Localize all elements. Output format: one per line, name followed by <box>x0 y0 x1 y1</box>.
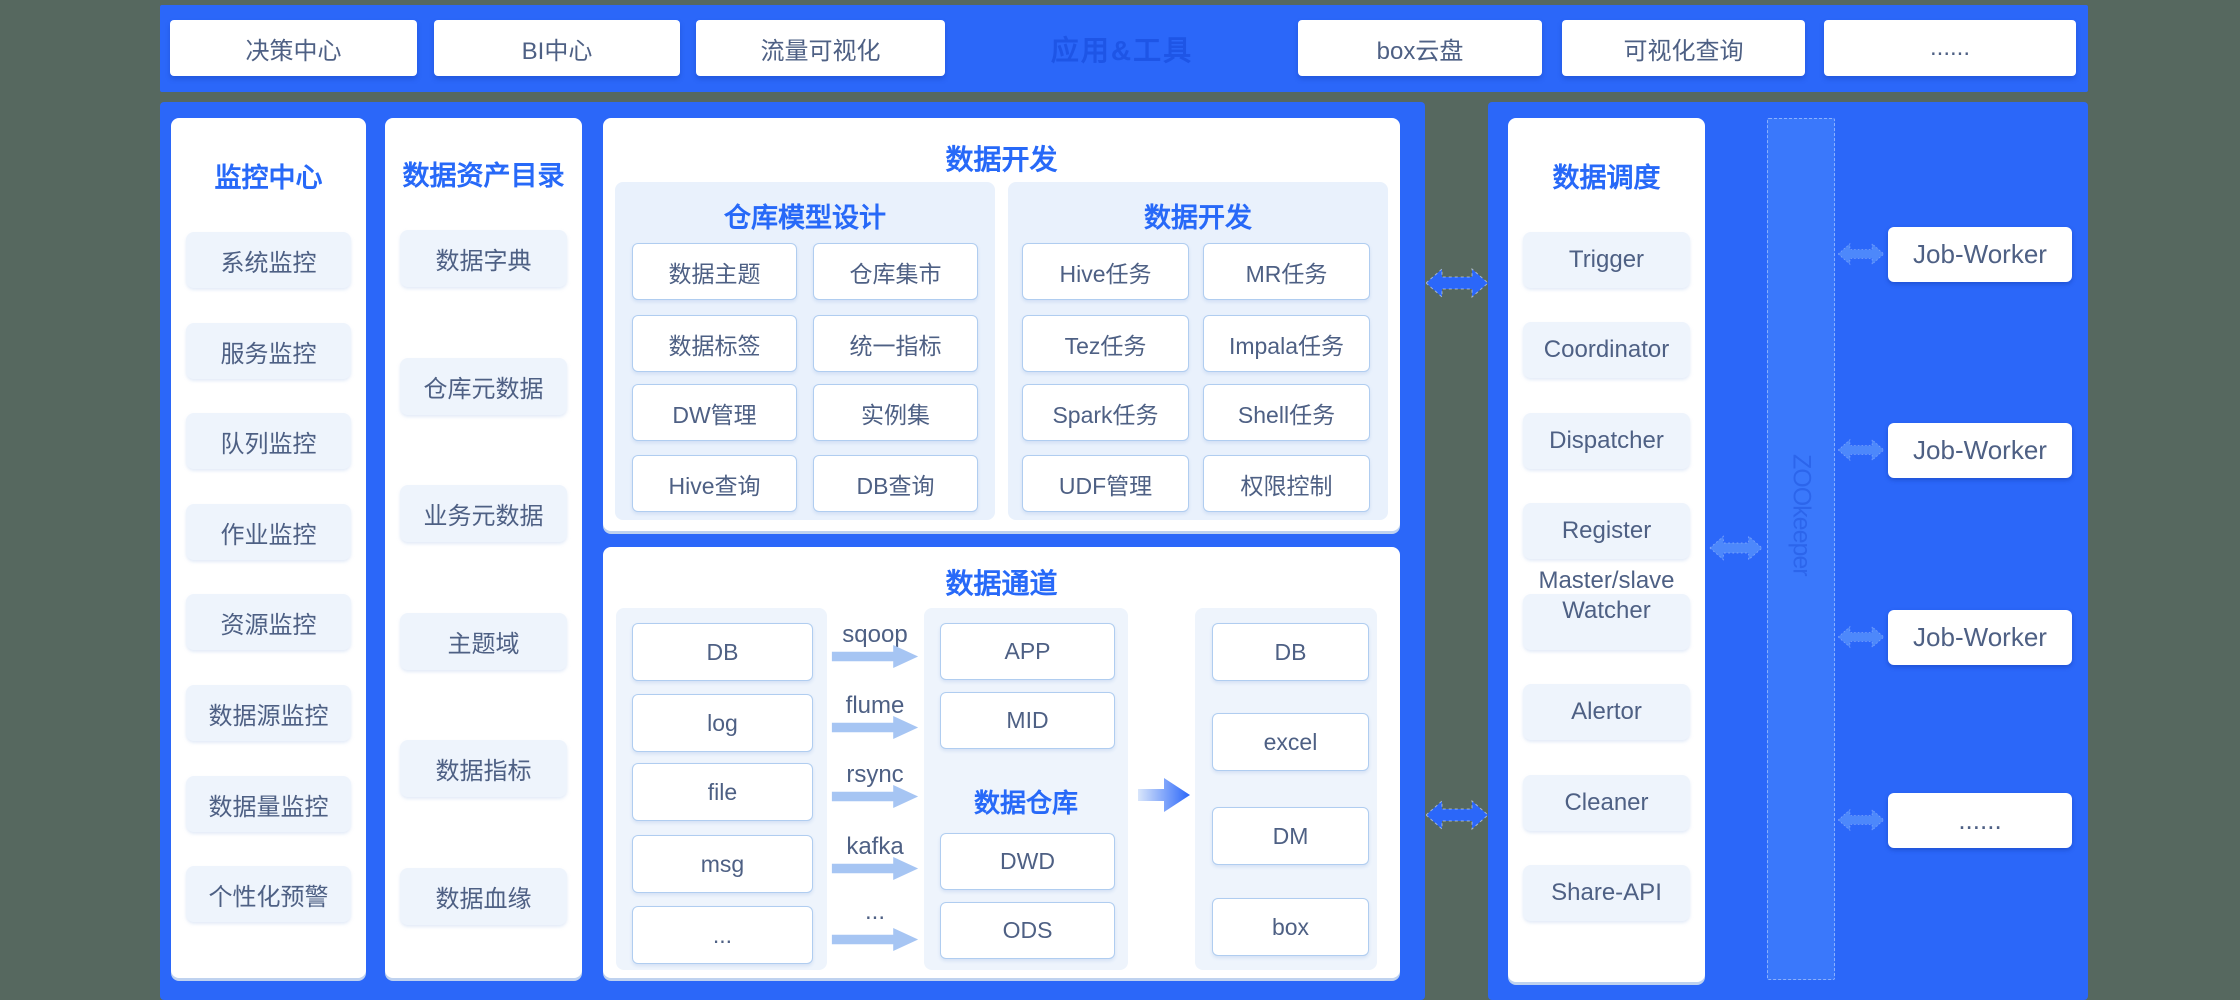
job-worker-box-more: ...... <box>1888 793 2072 848</box>
catalog-item: 数据指标 <box>400 740 567 797</box>
data-development-panel: 数据开发 仓库模型设计 数据主题 仓库集市 数据标签 统一指标 DW管理 实例集… <box>603 118 1400 531</box>
catalog-item: 主题域 <box>400 613 567 670</box>
model-design-box: DW管理 <box>632 384 797 441</box>
topbar-center-label: 应用&工具 <box>1050 34 1194 66</box>
data-channel-title: 数据通道 <box>945 568 1058 599</box>
dev-task-box: MR任务 <box>1203 243 1370 300</box>
transfer-label: ... <box>864 898 885 925</box>
topbar-item-visual-query: 可视化查询 <box>1562 20 1805 76</box>
bidirectional-arrow-icon <box>1709 535 1763 561</box>
zookeeper-label: ZOOkeeper <box>1787 454 1816 576</box>
topbar-item-traffic-viz: 流量可视化 <box>696 20 945 76</box>
schedule-item: Share-API <box>1523 865 1690 921</box>
dev-task-box: Impala任务 <box>1203 315 1370 372</box>
catalog-item: 数据字典 <box>400 230 567 287</box>
bidirectional-arrow-icon <box>1837 808 1885 832</box>
flow-arrow-icon <box>831 785 919 808</box>
data-scheduling-title: 数据调度 <box>1552 163 1661 193</box>
catalog-item: 仓库元数据 <box>400 358 567 415</box>
source-box: log <box>632 694 813 752</box>
monitor-center-title: 监控中心 <box>214 163 323 193</box>
model-design-box: 数据标签 <box>632 315 797 372</box>
source-box: DB <box>632 623 813 681</box>
warehouse-model-design-title: 仓库模型设计 <box>724 203 886 233</box>
bidirectional-arrow-icon <box>1426 799 1488 831</box>
data-asset-catalog-title: 数据资产目录 <box>402 161 565 191</box>
schedule-item: Trigger <box>1523 232 1690 288</box>
source-box: ... <box>632 906 813 964</box>
bidirectional-arrow-icon <box>1837 438 1885 462</box>
data-channel-panel: 数据通道 DB log file msg ... sqoop flume rsy… <box>603 547 1400 978</box>
data-scheduling-panel: 数据调度 Trigger Coordinator Dispatcher Regi… <box>1508 118 1705 982</box>
data-development-subtitle: 数据开发 <box>1144 203 1252 233</box>
warehouse-box: DWD <box>940 833 1115 890</box>
schedule-item: Cleaner <box>1523 775 1690 831</box>
monitor-item: 数据源监控 <box>186 685 351 741</box>
app-tools-bar: 决策中心 BI中心 流量可视化 应用&工具 box云盘 可视化查询 ...... <box>160 5 2088 92</box>
schedule-item: Register <box>1523 503 1690 559</box>
dev-task-box: UDF管理 <box>1022 455 1189 512</box>
model-design-box: 仓库集市 <box>813 243 978 300</box>
job-worker-box: Job-Worker <box>1888 423 2072 478</box>
flow-arrow-icon <box>831 645 919 668</box>
zookeeper-bar: ZOOkeeper <box>1767 118 1835 980</box>
flow-arrow-icon <box>831 716 919 739</box>
model-design-box: 数据主题 <box>632 243 797 300</box>
topbar-item-box-drive: box云盘 <box>1298 20 1542 76</box>
output-arrow-icon <box>1138 778 1190 812</box>
flow-arrow-icon <box>831 857 919 880</box>
topbar-item-decision-center: 决策中心 <box>170 20 417 76</box>
catalog-item: 业务元数据 <box>400 485 567 542</box>
model-design-box: DB查询 <box>813 455 978 512</box>
schedule-item: Dispatcher <box>1523 413 1690 469</box>
dev-task-box: Spark任务 <box>1022 384 1189 441</box>
flow-arrow-icon <box>831 928 919 951</box>
data-development-subpanel: 数据开发 Hive任务 MR任务 Tez任务 Impala任务 Spark任务 … <box>1008 182 1388 520</box>
target-box: DM <box>1212 807 1369 865</box>
job-worker-box: Job-Worker <box>1888 227 2072 282</box>
source-box: file <box>632 763 813 821</box>
data-development-title: 数据开发 <box>945 144 1058 175</box>
monitor-item: 资源监控 <box>186 594 351 650</box>
model-design-box: Hive查询 <box>632 455 797 512</box>
schedule-item: Coordinator <box>1523 322 1690 378</box>
master-slave-watcher-label: Master/slave Watcher <box>1538 567 1675 624</box>
monitor-item: 服务监控 <box>186 323 351 379</box>
data-asset-catalog-panel: 数据资产目录 数据字典 仓库元数据 业务元数据 主题域 数据指标 数据血缘 <box>385 118 582 978</box>
bidirectional-arrow-icon <box>1837 242 1885 266</box>
target-box: DB <box>1212 623 1369 681</box>
dev-task-box: Shell任务 <box>1203 384 1370 441</box>
transfer-label: kafka <box>846 833 904 860</box>
monitor-item: 个性化预警 <box>186 866 351 922</box>
monitor-item: 系统监控 <box>186 232 351 288</box>
topbar-item-bi-center: BI中心 <box>434 20 680 76</box>
bidirectional-arrow-icon <box>1837 625 1885 649</box>
schedule-item: Alertor <box>1523 684 1690 740</box>
job-worker-box: Job-Worker <box>1888 610 2072 665</box>
catalog-item: 数据血缘 <box>400 868 567 925</box>
dev-task-box: Tez任务 <box>1022 315 1189 372</box>
model-design-box: 统一指标 <box>813 315 978 372</box>
topbar-item-more: ...... <box>1824 20 2076 76</box>
monitor-item: 队列监控 <box>186 413 351 469</box>
data-warehouse-title: 数据仓库 <box>973 788 1078 818</box>
middle-box: APP <box>940 623 1115 680</box>
bidirectional-arrow-icon <box>1426 267 1488 299</box>
transfer-label: flume <box>845 692 905 719</box>
target-box: box <box>1212 898 1369 956</box>
target-box: excel <box>1212 713 1369 771</box>
transfer-label: sqoop <box>842 621 908 648</box>
schedule-item-master-slave-watcher: Master/slave Watcher <box>1523 567 1690 650</box>
dev-task-box: 权限控制 <box>1203 455 1370 512</box>
monitor-center-panel: 监控中心 系统监控 服务监控 队列监控 作业监控 资源监控 数据源监控 数据量监… <box>171 118 366 978</box>
dev-task-box: Hive任务 <box>1022 243 1189 300</box>
source-box: msg <box>632 835 813 893</box>
warehouse-model-design-subpanel: 仓库模型设计 数据主题 仓库集市 数据标签 统一指标 DW管理 实例集 Hive… <box>615 182 995 520</box>
middle-box: MID <box>940 692 1115 749</box>
monitor-item: 数据量监控 <box>186 776 351 832</box>
warehouse-box: ODS <box>940 902 1115 959</box>
monitor-item: 作业监控 <box>186 504 351 560</box>
model-design-box: 实例集 <box>813 384 978 441</box>
transfer-label: rsync <box>846 761 904 788</box>
